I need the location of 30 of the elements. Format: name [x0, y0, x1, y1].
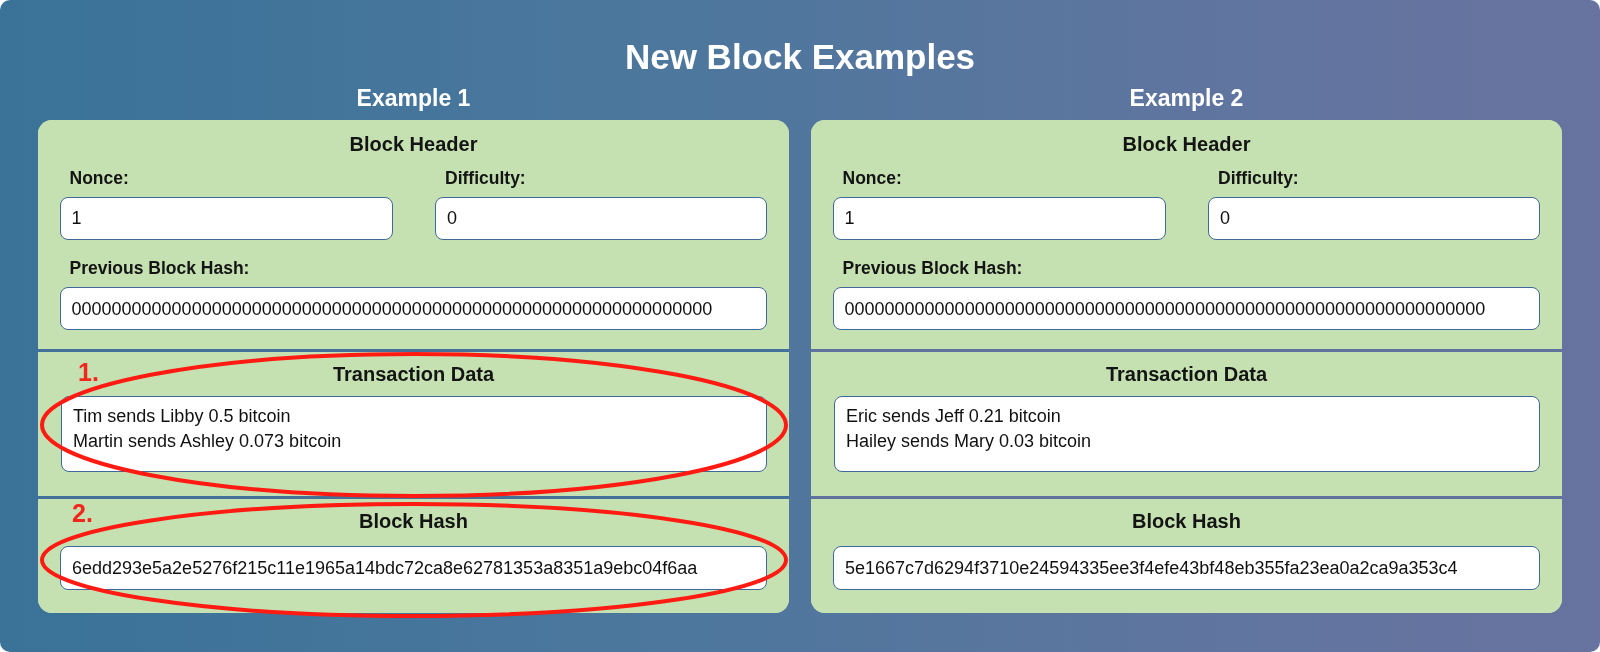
field-text: 0 — [447, 208, 457, 228]
field-label: Nonce: — [842, 166, 902, 189]
field-text: Eric sends Jeff 0.21 bitcoin — [846, 405, 1061, 426]
field-text: 0000000000000000000000000000000000000000000000000000000000000000 — [844, 298, 1486, 319]
section-heading: Transaction Data — [1105, 362, 1268, 386]
section-heading: Block Header — [349, 132, 478, 156]
section-heading: Block Hash — [359, 509, 468, 533]
field-text: 1 — [844, 208, 855, 228]
field-text: 5e1667c7d6294f3710e24594335ee3f4efe43bf48eb355fa23ea0a2ca9a353c4 — [845, 558, 1458, 578]
diagram-title: New Block Examples — [624, 36, 976, 78]
callout-number: 2. — [72, 502, 93, 524]
example-heading: Example 2 — [1129, 84, 1244, 112]
field-label: Previous Block Hash: — [69, 257, 250, 279]
field-text: Tim sends Libby 0.5 bitcoin — [73, 405, 291, 426]
section-heading: Block Header — [1122, 132, 1251, 156]
field-label: Previous Block Hash: — [842, 257, 1023, 279]
callout-number: 1. — [78, 361, 99, 383]
field-text: Martin sends Ashley 0.073 bitcoin — [73, 430, 342, 451]
section-heading: Transaction Data — [332, 362, 495, 386]
section-heading: Block Hash — [1132, 509, 1241, 533]
field-label: Difficulty: — [1218, 166, 1299, 189]
example-heading: Example 1 — [356, 84, 471, 112]
field-text: 1 — [71, 208, 82, 228]
field-label: Nonce: — [69, 166, 129, 189]
field-text: Hailey sends Mary 0.03 bitcoin — [846, 430, 1092, 451]
field-text: 0 — [1220, 208, 1230, 228]
card-section — [811, 496, 1562, 613]
field-label: Difficulty: — [445, 166, 526, 189]
field-text: 0000000000000000000000000000000000000000000000000000000000000000 — [71, 298, 713, 319]
field-text: 6edd293e5a2e5276f215c11e1965a14bdc72ca8e62781353a8351a9ebc04f6aa — [72, 558, 698, 578]
